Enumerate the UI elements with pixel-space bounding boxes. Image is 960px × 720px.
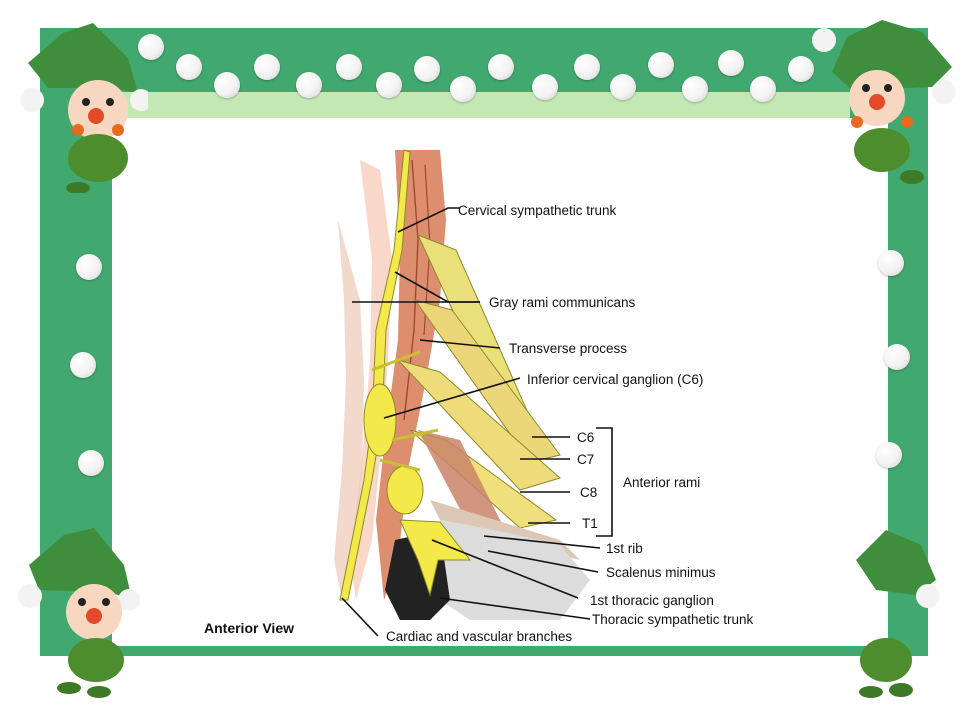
label-anterior-rami: Anterior rami xyxy=(623,475,700,490)
label-inferior-cervical-ganglion: Inferior cervical ganglion (C6) xyxy=(527,372,703,387)
ornament-ball-icon xyxy=(138,34,164,60)
label-c6: C6 xyxy=(577,430,594,445)
ornament-ball-icon xyxy=(648,52,674,78)
label-cervical-sympathetic-trunk: Cervical sympathetic trunk xyxy=(458,203,617,218)
ornament-ball-icon xyxy=(488,54,514,80)
elf-icon xyxy=(812,20,956,184)
ornament-ball-icon xyxy=(414,56,440,82)
label-transverse-process: Transverse process xyxy=(509,341,627,356)
label-first-rib: 1st rib xyxy=(606,541,643,556)
label-first-thoracic-ganglion: 1st thoracic ganglion xyxy=(590,593,714,608)
ornament-ball-icon xyxy=(176,54,202,80)
label-c8: C8 xyxy=(580,485,597,500)
ornament-ball-icon xyxy=(376,72,402,98)
ornament-ball-icon xyxy=(70,352,96,378)
ornament-ball-icon xyxy=(788,56,814,82)
label-scalenus-minimus: Scalenus minimus xyxy=(606,565,716,580)
ornament-ball-icon xyxy=(450,76,476,102)
ornament-ball-icon xyxy=(254,54,280,80)
ornament-ball-icon xyxy=(718,50,744,76)
ornament-ball-icon xyxy=(876,442,902,468)
elf-icon xyxy=(18,528,140,698)
ornament-ball-icon xyxy=(532,74,558,100)
label-cardiac-vascular-branches: Cardiac and vascular branches xyxy=(386,629,572,644)
ornament-ball-icon xyxy=(750,76,776,102)
anatomy-illustration xyxy=(334,149,590,620)
leader-lines xyxy=(341,207,613,637)
label-anterior-view: Anterior View xyxy=(204,620,294,636)
ornament-ball-icon xyxy=(574,54,600,80)
ornament-ball-icon xyxy=(682,76,708,102)
ornament-ball-icon xyxy=(296,72,322,98)
label-c7: C7 xyxy=(577,452,594,467)
elf-icon xyxy=(856,530,940,698)
ornament-ball-icon xyxy=(884,344,910,370)
ornament-ball-icon xyxy=(78,450,104,476)
label-gray-rami-communicans: Gray rami communicans xyxy=(489,295,636,310)
ornament-ball-icon xyxy=(610,74,636,100)
ornament-ball-icon xyxy=(336,54,362,80)
ornament-ball-icon xyxy=(878,250,904,276)
ornament-ball-icon xyxy=(76,254,102,280)
elf-icon xyxy=(20,23,148,193)
ornament-ball-icon xyxy=(214,72,240,98)
label-thoracic-sympathetic-trunk: Thoracic sympathetic trunk xyxy=(592,612,754,627)
label-t1: T1 xyxy=(582,516,598,531)
